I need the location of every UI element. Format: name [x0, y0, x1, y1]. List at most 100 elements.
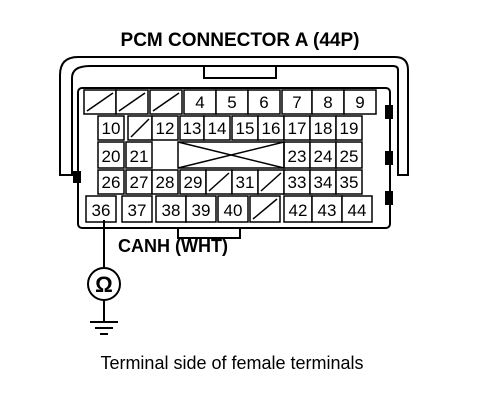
terminal-number: 7	[292, 93, 301, 112]
unused-terminal-slash	[130, 118, 150, 138]
terminal-cell: 26	[97, 169, 125, 195]
terminal-number: 12	[156, 119, 175, 138]
terminal-number: 27	[130, 173, 149, 192]
terminal-box	[309, 169, 337, 195]
terminal-number: 36	[92, 201, 111, 220]
terminal-box	[283, 115, 311, 141]
terminal-cell: 10	[97, 115, 125, 141]
terminal-cell: 20	[97, 141, 125, 169]
terminal-box	[311, 89, 345, 115]
terminal-cell: 29	[179, 169, 207, 195]
terminal-cell: 27	[125, 169, 153, 195]
blank-terminal-block	[177, 141, 285, 169]
terminal-box	[97, 115, 125, 141]
terminal-box	[341, 195, 373, 223]
terminal-number: 21	[130, 147, 149, 166]
terminal-cell-blank	[83, 89, 117, 115]
terminal-number: 25	[340, 147, 359, 166]
caption: Terminal side of female terminals	[100, 353, 363, 373]
terminal-cell: 13	[179, 115, 205, 141]
terminal-cell: 38	[155, 195, 187, 223]
terminal-number: 44	[348, 201, 367, 220]
terminal-box	[231, 169, 259, 195]
signal-label: CANH (WHT)	[118, 236, 228, 256]
terminal-number: 6	[259, 93, 268, 112]
terminal-cell: 34	[309, 169, 337, 195]
terminal-cell-blank	[205, 169, 233, 195]
terminal-box	[185, 195, 217, 223]
terminal-number: 10	[102, 119, 121, 138]
terminal-number: 5	[227, 93, 236, 112]
terminal-number: 35	[340, 173, 359, 192]
terminal-number: 18	[314, 119, 333, 138]
terminal-number: 9	[355, 93, 364, 112]
terminal-box	[125, 141, 153, 169]
unused-terminal-slash	[208, 172, 230, 192]
terminal-cell: 9	[343, 89, 377, 115]
terminal-cell: 7	[281, 89, 313, 115]
terminal-number: 15	[236, 119, 255, 138]
terminal-number: 16	[262, 119, 281, 138]
ground-icon	[90, 321, 118, 335]
terminal-cell: 15	[231, 115, 259, 141]
terminal-number: 4	[195, 93, 204, 112]
unused-terminal-slash	[252, 198, 278, 220]
terminal-cell: 24	[309, 141, 337, 169]
terminal-cell: 39	[185, 195, 217, 223]
terminal-box	[217, 195, 249, 223]
connector-housing	[59, 56, 409, 239]
terminal-cell: 42	[283, 195, 313, 223]
terminal-cell-blank	[249, 195, 281, 223]
terminal-cell: 5	[215, 89, 249, 115]
terminal-cell: 44	[341, 195, 373, 223]
terminal-box	[121, 195, 153, 223]
terminal-number: 26	[102, 173, 121, 192]
terminal-box	[309, 141, 337, 169]
terminal-cell: 16	[257, 115, 285, 141]
terminal-box	[85, 195, 117, 223]
terminal-box	[203, 115, 231, 141]
terminal-box	[335, 169, 363, 195]
terminal-cell-blank	[115, 89, 149, 115]
terminal-number: 17	[288, 119, 307, 138]
terminal-box	[283, 169, 311, 195]
terminal-box	[247, 89, 281, 115]
terminal-box	[179, 115, 205, 141]
terminal-cell: 12	[151, 115, 179, 141]
terminal-number: 8	[323, 93, 332, 112]
terminal-cell-blank	[257, 169, 285, 195]
terminal-number: 28	[156, 173, 175, 192]
terminal-cell: 23	[283, 141, 311, 169]
terminal-cell-blank	[149, 89, 183, 115]
terminal-number: 38	[162, 201, 181, 220]
terminal-cell-blank	[127, 115, 153, 141]
terminal-box	[257, 115, 285, 141]
terminal-cell: 36	[85, 195, 117, 223]
terminal-box	[151, 115, 179, 141]
unused-terminal-slash	[260, 172, 282, 192]
terminal-box	[125, 169, 153, 195]
terminal-cell: 31	[231, 169, 259, 195]
terminal-cell: 21	[125, 141, 153, 169]
terminal-cell: 17	[283, 115, 311, 141]
terminal-box	[231, 115, 259, 141]
terminal-box	[155, 195, 187, 223]
ohm-symbol: Ω	[95, 272, 113, 297]
terminal-cell: 18	[309, 115, 337, 141]
terminal-number: 24	[314, 147, 333, 166]
terminal-number: 31	[236, 173, 255, 192]
terminal-number: 19	[340, 119, 359, 138]
terminal-number: 43	[318, 201, 337, 220]
terminal-cell: 6	[247, 89, 281, 115]
terminal-number: 29	[184, 173, 203, 192]
terminal-number: 39	[192, 201, 211, 220]
terminal-number: 37	[128, 201, 147, 220]
terminal-cell: 28	[151, 169, 179, 195]
terminal-box	[343, 89, 377, 115]
terminal-number: 13	[183, 119, 202, 138]
terminal-cell: 37	[121, 195, 153, 223]
terminal-number: 20	[102, 147, 121, 166]
terminal-number: 42	[289, 201, 308, 220]
